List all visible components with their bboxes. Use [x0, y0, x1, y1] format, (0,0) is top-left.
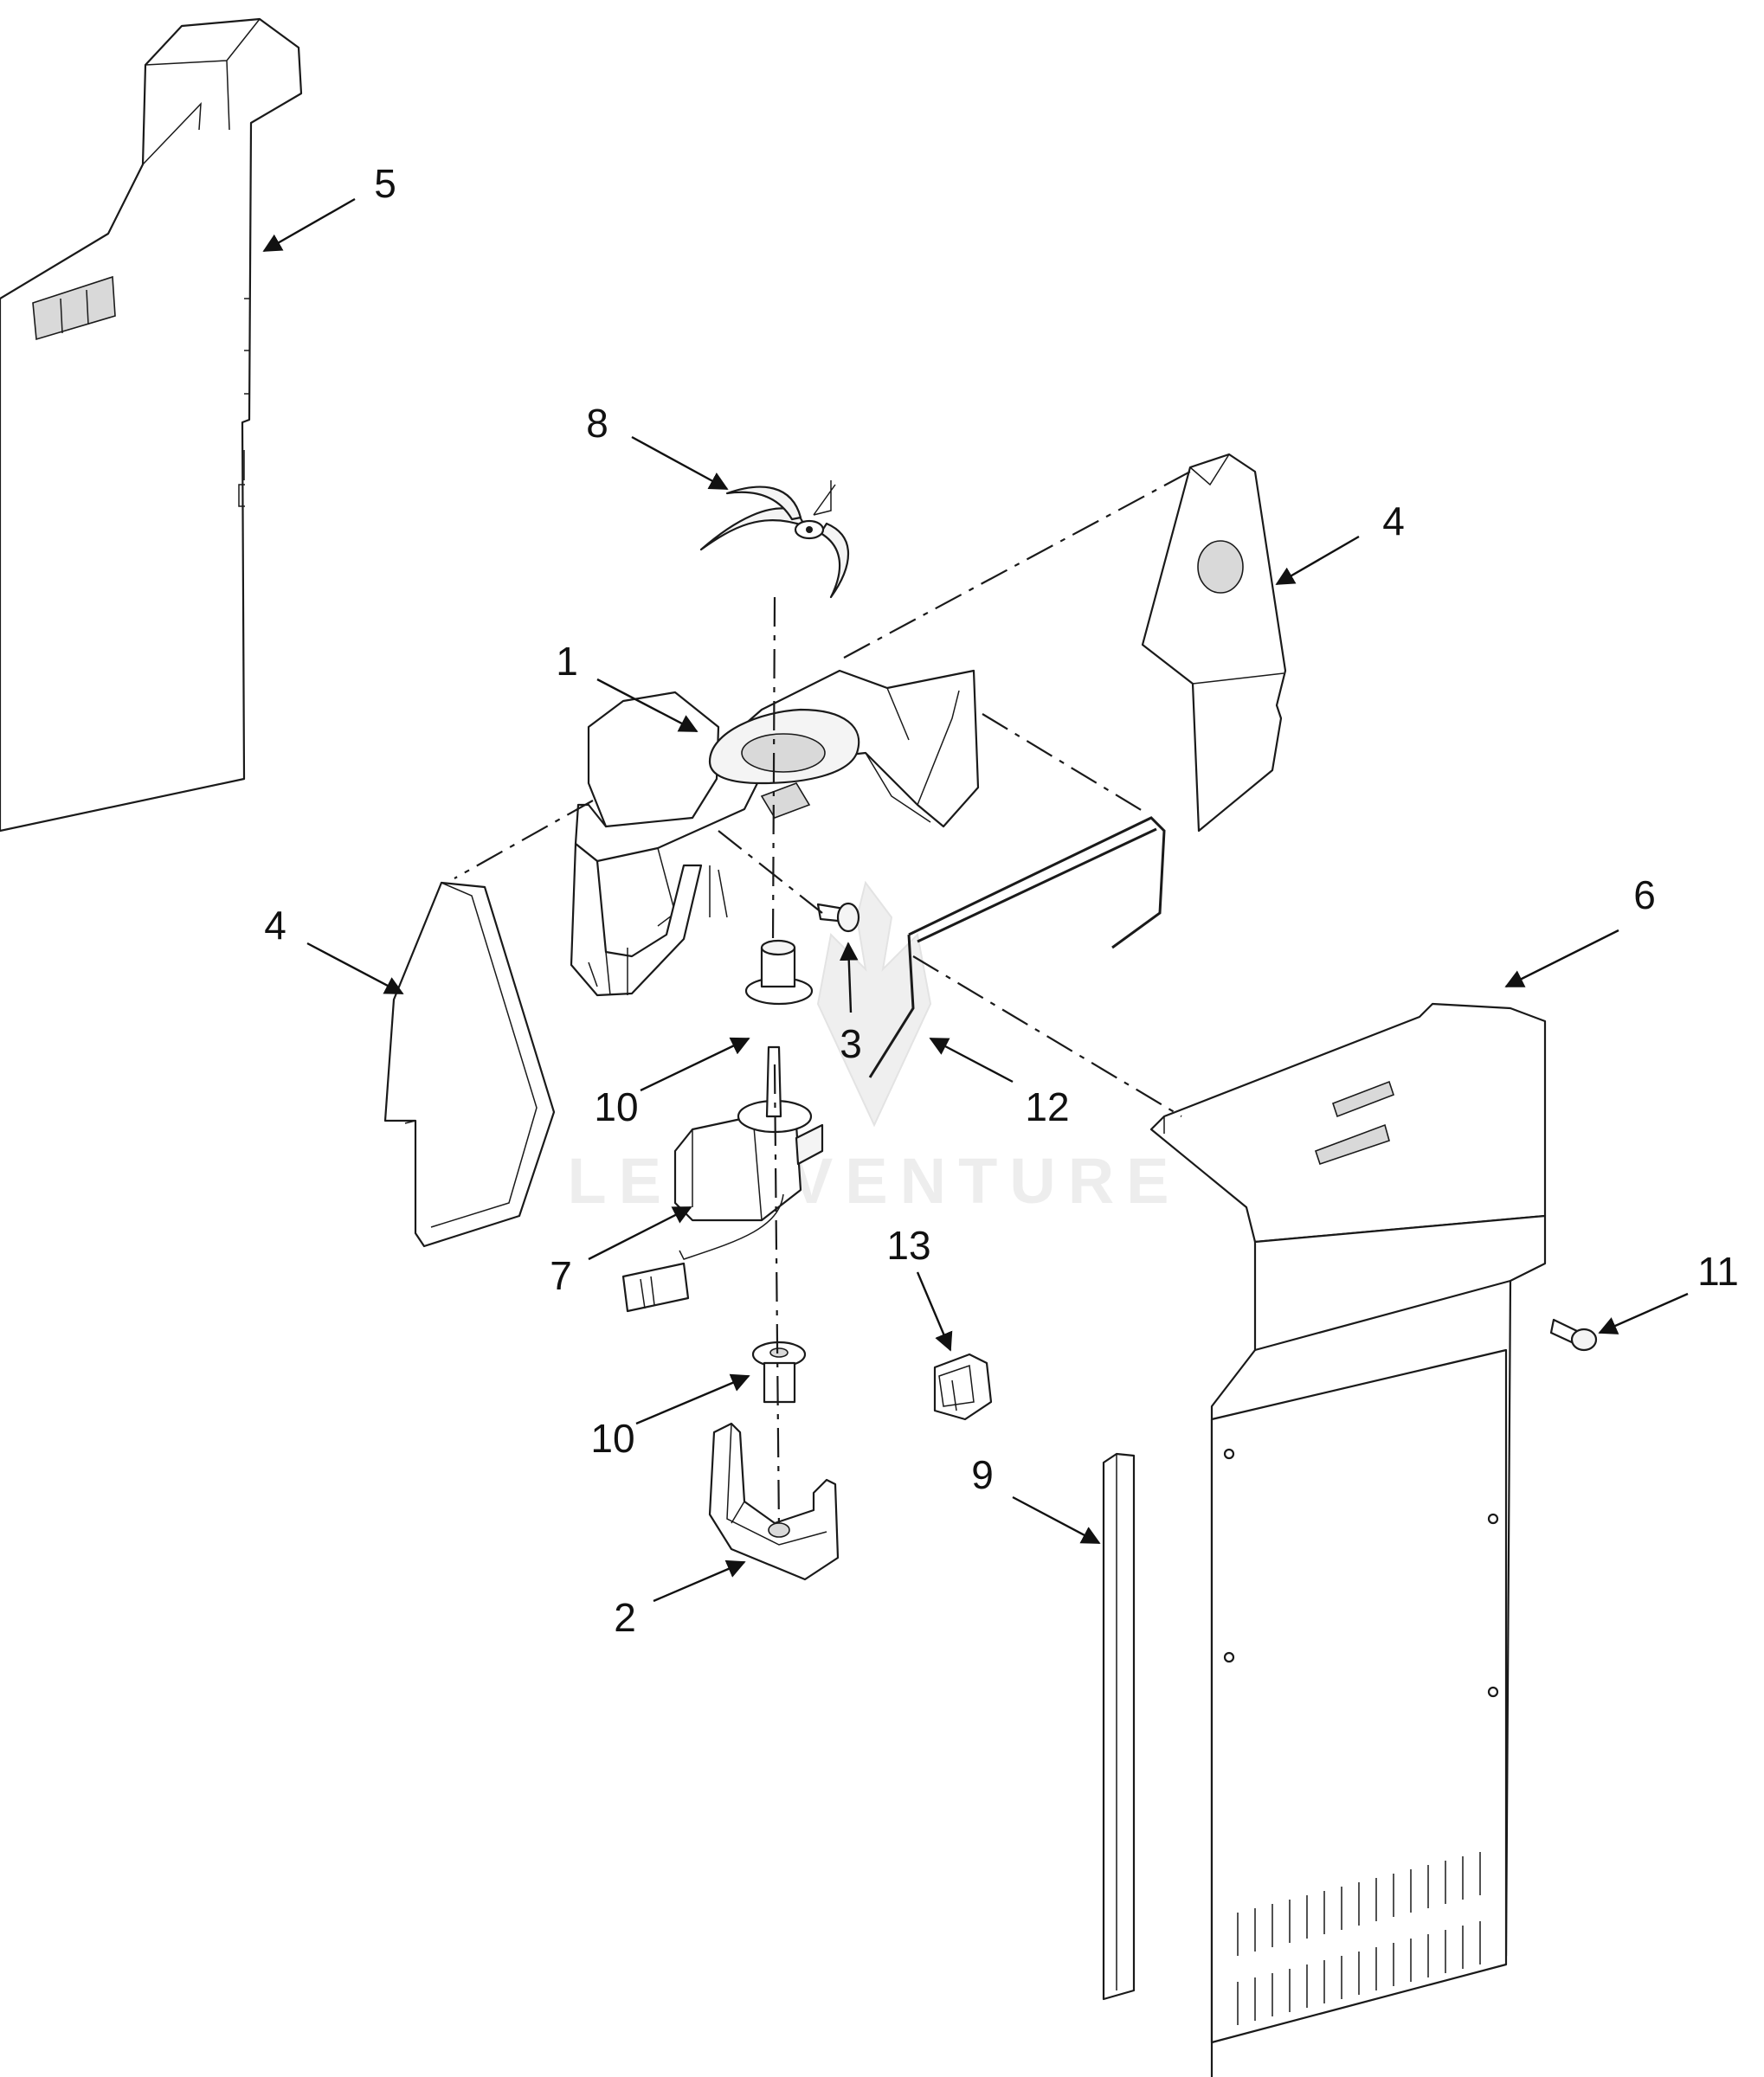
- part-5-duct-cover: [0, 17, 303, 833]
- part-12-wire-bracket: [868, 816, 1166, 1078]
- part-4-left-baffle: [383, 881, 556, 1248]
- callout-11: 11: [1697, 1249, 1739, 1294]
- callout-3: 3: [840, 1021, 862, 1066]
- callout-leaders: [262, 197, 1689, 1603]
- part-4-right-baffle: [1141, 453, 1287, 833]
- callout-9: 9: [971, 1452, 994, 1497]
- part-11-screw: [1549, 1318, 1598, 1352]
- callout-4-left: 4: [264, 903, 286, 948]
- part-2-motor-bracket: [708, 1422, 840, 1581]
- part-10-upper-grommet: [744, 939, 814, 1006]
- callout-1: 1: [556, 639, 578, 684]
- callout-10-lower: 10: [590, 1416, 634, 1461]
- callout-5: 5: [374, 161, 396, 206]
- callout-7: 7: [550, 1253, 572, 1298]
- part-1-fan-housing: [570, 669, 980, 997]
- watermark: LEADVENTURE: [567, 880, 1181, 1217]
- part-8-fan-blade: [699, 480, 849, 599]
- watermark-text: LEADVENTURE: [567, 1145, 1181, 1217]
- callout-2: 2: [614, 1595, 636, 1640]
- part-6-back-panel: [1149, 1002, 1547, 2077]
- part-10-lower-grommet: [751, 1341, 807, 1404]
- callout-12: 12: [1025, 1084, 1069, 1129]
- callout-6: 6: [1633, 872, 1656, 917]
- part-9-seal-strip: [1102, 1452, 1136, 2001]
- construction-lines: [454, 471, 1191, 1533]
- callout-10-upper: 10: [594, 1084, 638, 1129]
- part-3-screw: [816, 902, 860, 933]
- part-13-clip: [933, 1353, 993, 1421]
- callout-4-right: 4: [1382, 498, 1405, 543]
- vent-slots: [1237, 1852, 1481, 2025]
- callout-13: 13: [886, 1223, 930, 1268]
- callout-8: 8: [586, 401, 608, 446]
- callout-labels: 5 8 4 1 4 6 3 10 12 7 13 11 10 9 2: [264, 161, 1739, 1640]
- part-7-fan-motor: [621, 1045, 824, 1313]
